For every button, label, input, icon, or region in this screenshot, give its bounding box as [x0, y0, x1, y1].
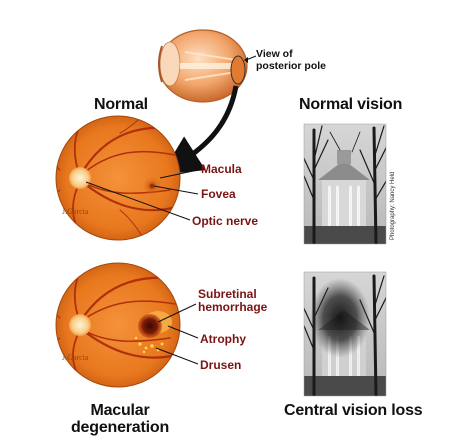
retina-degeneration — [55, 262, 181, 388]
normal-vision-heading: Normal vision — [299, 96, 403, 113]
eye-callout-text: View of posterior pole — [256, 48, 327, 72]
retina-normal — [55, 115, 181, 241]
curved-arrow-icon — [161, 85, 239, 175]
drusen-label: Drusen — [200, 358, 242, 372]
photo-normal-vision — [304, 124, 386, 244]
callout-arrow-icon — [244, 57, 248, 63]
fovea-label: Fovea — [201, 187, 236, 201]
degeneration-heading: Macular degeneration — [70, 402, 170, 436]
drusen-dots — [134, 336, 164, 354]
photo-credit: Photography: Nancy Held — [390, 171, 396, 240]
degeneration-label-leaders — [155, 303, 199, 365]
macula-label: Macula — [201, 162, 242, 176]
central-vision-loss-heading: Central vision loss — [284, 402, 423, 419]
eye-callout-label: View of posterior pole — [256, 48, 334, 72]
artist-signature-bottom: J.Garcia — [62, 353, 89, 362]
hemorrhage-label: Subretinal hemorrhage — [198, 287, 268, 314]
normal-heading: Normal — [94, 96, 148, 113]
eyeball-illustration — [158, 29, 248, 103]
photo-central-vision-loss — [304, 272, 386, 396]
artist-signature-top: J.Garcia — [62, 207, 89, 216]
optic-nerve-label: Optic nerve — [192, 214, 259, 228]
atrophy-label: Atrophy — [200, 332, 246, 346]
normal-label-leaders — [85, 169, 199, 221]
